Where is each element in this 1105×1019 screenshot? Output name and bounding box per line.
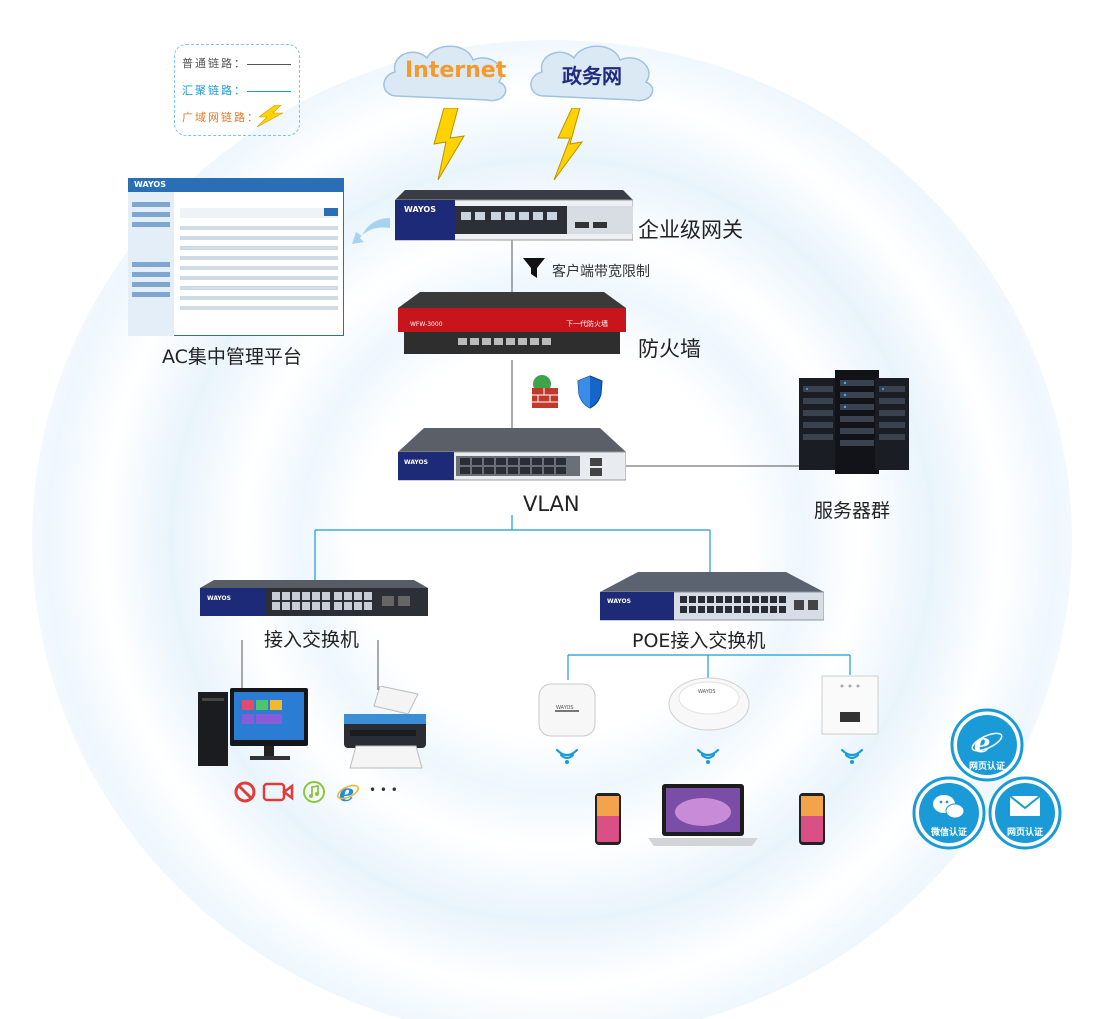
firewall-brand: WFW-3000 — [410, 321, 443, 328]
gateway-device — [395, 190, 633, 241]
firewall-caption: 下一代防火墙 — [566, 320, 608, 328]
legend-aggregate-label: 汇聚链路： — [182, 84, 247, 97]
lightning-icon — [553, 108, 584, 180]
servers-label: 服务器群 — [814, 500, 891, 522]
internet-label: Internet — [405, 58, 507, 83]
access-switch-brand: WAYOS — [207, 595, 231, 602]
server-rack-icon — [799, 370, 909, 474]
laptop-icon — [648, 784, 758, 846]
svg-text:e: e — [974, 729, 991, 759]
access-point-icon — [668, 677, 750, 731]
ap1-brand: WAYOS — [556, 705, 574, 711]
core-switch-device — [398, 428, 626, 481]
svg-text:e: e — [339, 780, 354, 804]
poe-switch-label: POE接入交换机 — [632, 630, 766, 652]
wechat-auth-label: 微信认证 — [930, 828, 967, 838]
panel-ap-icon — [821, 675, 879, 735]
ac-brand: WAYOS — [134, 180, 166, 189]
ie-browser-icon: e — [337, 780, 359, 804]
ac-platform-label: AC集中管理平台 — [162, 346, 302, 368]
wifi-icon — [840, 748, 864, 764]
legend: 普通链路： 汇聚链路： 广域网链路： — [174, 44, 300, 136]
wechat-auth-badge — [912, 776, 986, 850]
access-switch-device — [200, 580, 428, 616]
email-auth-badge — [988, 776, 1062, 850]
access-switch-label: 接入交换机 — [264, 629, 360, 651]
printer-icon — [344, 686, 426, 769]
web-auth-badge: e — [950, 708, 1024, 782]
firewall-device — [398, 292, 626, 354]
lightning-icon — [256, 105, 284, 127]
legend-aggregate-line — [247, 91, 291, 92]
shield-icon — [577, 375, 603, 409]
legend-normal-line — [247, 64, 291, 65]
wifi-icon — [696, 748, 720, 764]
web-auth-label-2: 网页认证 — [1006, 828, 1043, 838]
funnel-icon — [523, 258, 545, 278]
firewall-label: 防火墙 — [638, 337, 701, 361]
desktop-pc-icon — [198, 688, 308, 766]
core-switch-brand: WAYOS — [404, 459, 428, 466]
smartphone-icon — [799, 793, 825, 845]
gateway-brand: WAYOS — [404, 205, 436, 214]
vlan-label: VLAN — [523, 492, 580, 516]
music-icon — [303, 781, 325, 803]
gov-net-label: 政务网 — [562, 64, 622, 88]
ap2-brand: WAYOS — [698, 689, 716, 695]
access-point-icon — [538, 683, 596, 737]
gov-cloud — [530, 45, 654, 102]
arrow-icon — [352, 218, 390, 244]
legend-normal-label: 普通链路： — [182, 57, 247, 70]
legend-wan-label: 广域网链路： — [182, 111, 260, 124]
ac-platform-screen — [128, 178, 344, 336]
wifi-icon — [555, 748, 579, 764]
gateway-label: 企业级网关 — [638, 218, 743, 242]
firewall-wall-icon — [532, 375, 558, 408]
bandwidth-label: 客户端带宽限制 — [552, 264, 650, 280]
internet-cloud — [383, 45, 507, 102]
poe-switch-brand: WAYOS — [607, 598, 631, 605]
web-auth-label: 网页认证 — [968, 762, 1005, 772]
poe-switch-device — [600, 572, 824, 621]
blocked-icon — [234, 781, 256, 803]
video-icon — [262, 782, 294, 802]
smartphone-icon — [595, 793, 621, 845]
more-ellipsis: • • • — [369, 783, 398, 797]
lightning-icon — [433, 108, 465, 180]
